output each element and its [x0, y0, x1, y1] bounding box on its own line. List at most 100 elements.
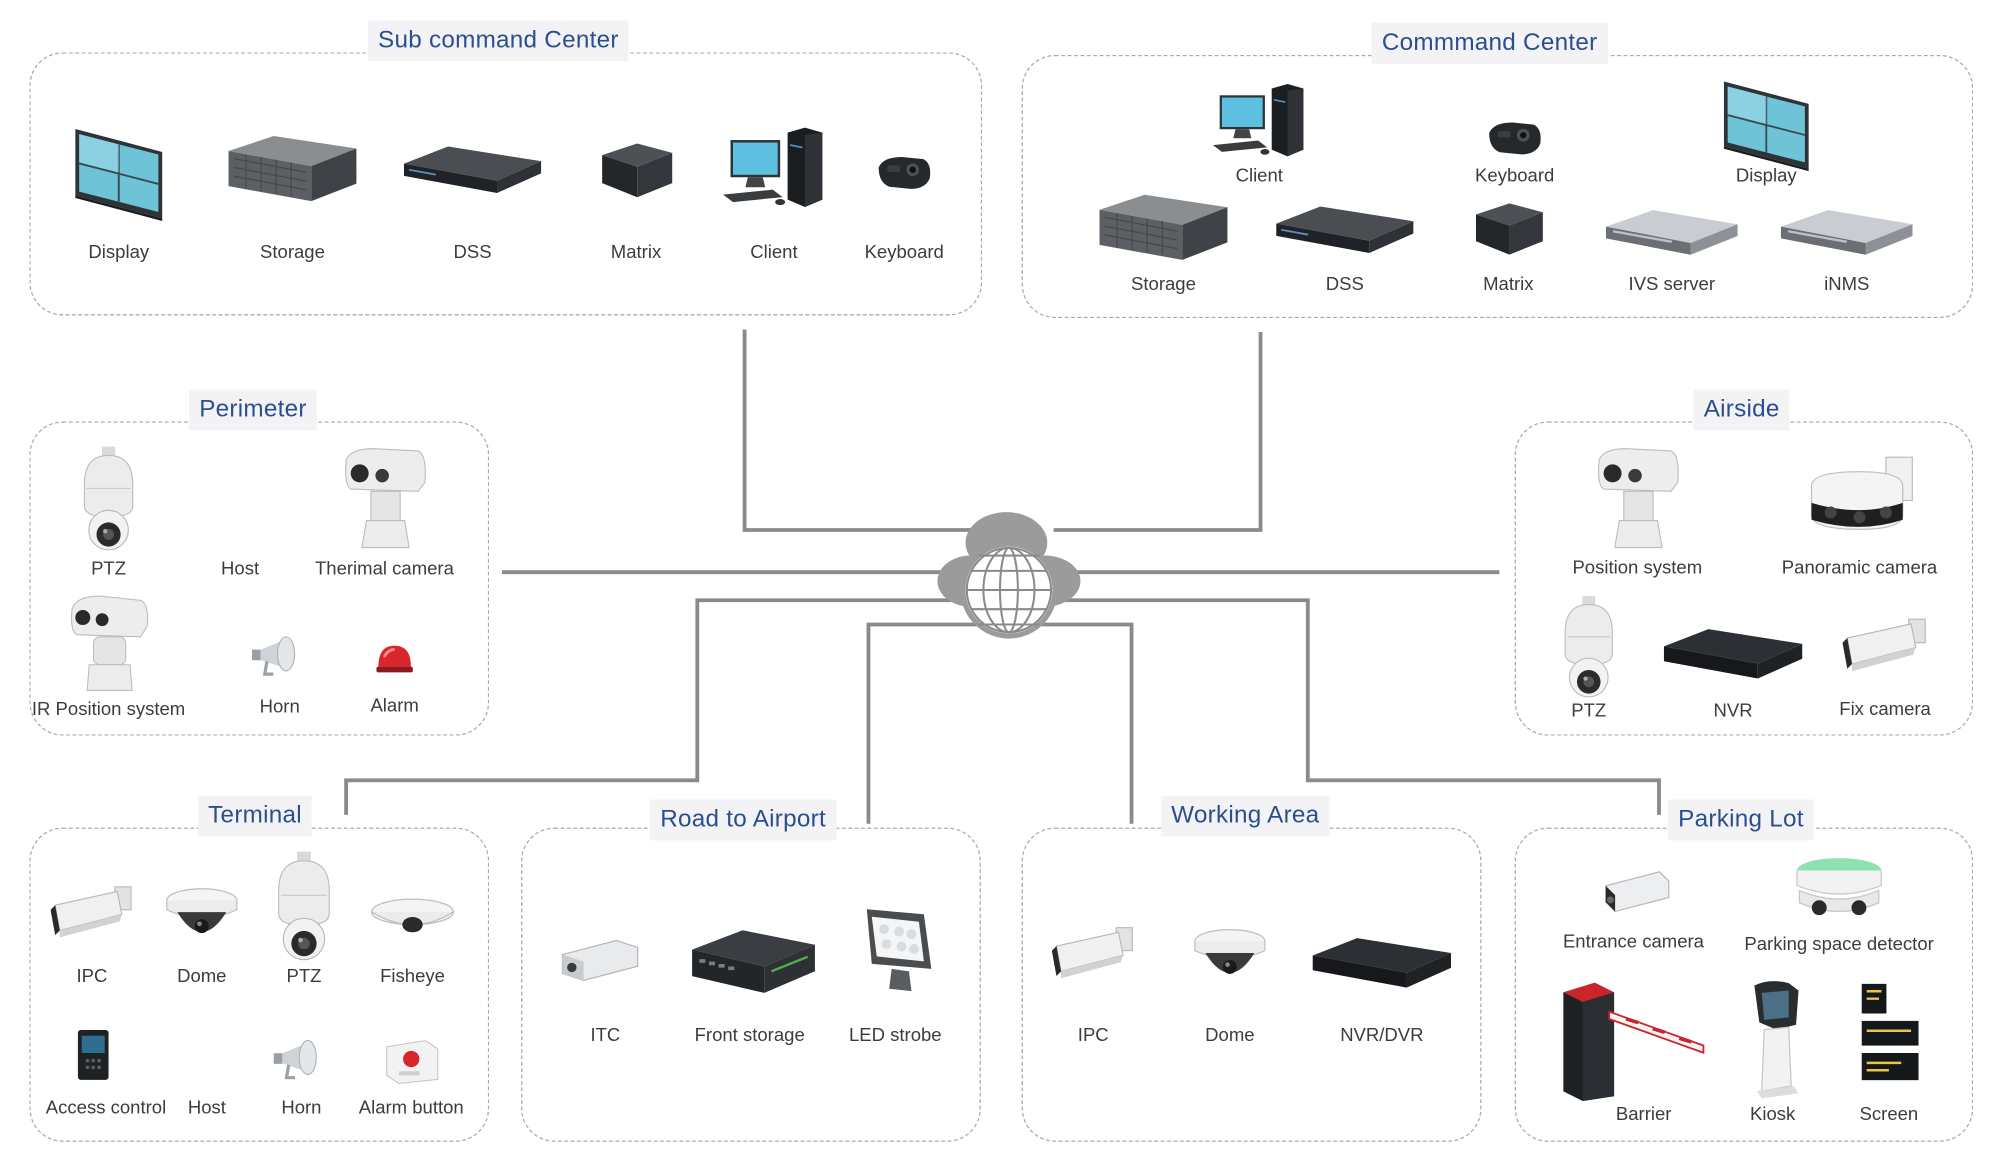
device-label: Panoramic camera	[1781, 558, 1938, 579]
access-control-icon	[74, 1026, 112, 1085]
zone-title-perimeter: Perimeter	[189, 389, 317, 431]
device-label: DSS	[1325, 274, 1364, 296]
matrix-box-icon	[1467, 197, 1549, 258]
device-label: NVR	[1713, 701, 1753, 722]
thermal-camera-icon	[338, 442, 430, 554]
device-label: Horn	[259, 697, 300, 718]
device-label: IPC	[1077, 1025, 1109, 1046]
nvr-icon	[1659, 613, 1807, 690]
device-label: Kiosk	[1750, 1104, 1796, 1126]
desktop-computer-icon	[718, 125, 830, 212]
device-label: Therimal camera	[314, 559, 454, 580]
zone-title-road-to-airport: Road to Airport	[650, 799, 837, 841]
ptz-camera-icon	[73, 444, 145, 554]
bullet-camera-icon	[1047, 920, 1139, 992]
cloud-globe-icon	[937, 512, 1081, 639]
device-label: Fisheye	[380, 966, 445, 988]
panoramic-camera-icon	[1799, 450, 1919, 547]
front-storage-icon	[687, 918, 820, 1002]
desktop-computer-icon	[1202, 82, 1317, 161]
link-parking	[1060, 598, 1661, 815]
device-label: Parking space detector	[1744, 934, 1934, 956]
rack-server-icon	[1600, 203, 1743, 262]
device-label: Front storage	[694, 1025, 805, 1046]
bullet-camera-icon	[1838, 612, 1933, 684]
horn-icon	[248, 627, 312, 681]
device-label: Dome	[177, 966, 227, 988]
matrix-box-icon	[595, 135, 677, 201]
alarm-button-icon	[379, 1034, 443, 1085]
zone-title-airside: Airside	[1693, 389, 1790, 431]
rack-server-icon	[1271, 194, 1418, 260]
device-label: PTZ	[286, 966, 322, 988]
joystick-keyboard-icon	[872, 147, 936, 198]
device-label: Barrier	[1615, 1104, 1672, 1126]
device-label: Access control	[45, 1098, 167, 1119]
device-label: Storage	[260, 242, 325, 264]
dome-camera-icon	[1189, 920, 1271, 992]
horn-icon	[269, 1031, 333, 1085]
thermal-camera-icon	[65, 587, 152, 694]
device-label: NVR/DVR	[1340, 1025, 1424, 1046]
link-road	[866, 622, 981, 824]
joystick-keyboard-icon	[1483, 114, 1547, 163]
device-label: Host	[187, 1098, 226, 1119]
device-label: Client	[750, 242, 798, 264]
link-command	[1053, 332, 1263, 532]
device-label: IR Position system	[31, 699, 186, 721]
zone-title-terminal: Terminal	[197, 795, 313, 837]
link-working	[1040, 622, 1134, 824]
device-label: ITC	[590, 1025, 621, 1046]
device-label: Dome	[1205, 1025, 1255, 1046]
led-screen-icon	[1852, 978, 1926, 1090]
device-label: IPC	[76, 966, 108, 988]
video-wall-icon	[1716, 72, 1816, 172]
device-label: Matrix	[610, 242, 662, 264]
bullet-camera-icon	[46, 879, 138, 951]
dome-camera-icon	[161, 879, 243, 951]
device-label: Display	[88, 242, 150, 264]
device-label: Matrix	[1483, 274, 1534, 296]
device-label: Position system	[1572, 558, 1703, 579]
storage-server-icon	[1095, 189, 1233, 266]
thermal-camera-icon	[1591, 442, 1683, 554]
bullet-camera-icon	[1596, 865, 1678, 924]
device-label: Screen	[1859, 1104, 1919, 1126]
rack-server-icon	[1775, 203, 1918, 262]
kiosk-icon	[1745, 974, 1806, 1099]
zone-title-working-area: Working Area	[1160, 795, 1330, 837]
zone-title-sub-command-center: Sub command Center	[367, 20, 629, 62]
nvr-icon	[1308, 922, 1456, 999]
device-label: DSS	[453, 242, 492, 264]
device-label: iNMS	[1824, 274, 1870, 296]
device-label: Display	[1735, 166, 1797, 187]
rack-server-icon	[399, 135, 546, 199]
device-label: PTZ	[1571, 701, 1607, 722]
zone-title-command-center: Commmand Center	[1371, 22, 1608, 64]
device-label: Entrance camera	[1562, 932, 1704, 953]
device-label: Keyboard	[1475, 166, 1555, 187]
link-sub-command	[742, 329, 971, 532]
device-label: IVS server	[1628, 274, 1715, 296]
barrier-gate-icon	[1553, 971, 1711, 1104]
link-terminal	[344, 598, 971, 815]
device-label: PTZ	[91, 559, 127, 580]
video-wall-icon	[68, 119, 170, 221]
ptz-camera-icon	[264, 849, 343, 964]
zone-title-parking-lot: Parking Lot	[1667, 799, 1814, 841]
device-label: Client	[1235, 166, 1283, 187]
storage-server-icon	[223, 130, 361, 207]
device-label: Alarm	[370, 696, 419, 717]
device-label: Storage	[1131, 274, 1196, 296]
fisheye-camera-icon	[368, 891, 457, 942]
device-label: Host	[221, 559, 260, 580]
bullet-camera-icon	[550, 931, 645, 990]
device-label: Horn	[281, 1098, 322, 1119]
led-strobe-icon	[854, 902, 941, 1002]
ptz-camera-icon	[1553, 594, 1625, 701]
parking-detector-icon	[1788, 853, 1890, 940]
device-label: LED strobe	[848, 1025, 942, 1046]
device-label: Keyboard	[864, 242, 944, 264]
alarm-light-icon	[370, 640, 419, 678]
